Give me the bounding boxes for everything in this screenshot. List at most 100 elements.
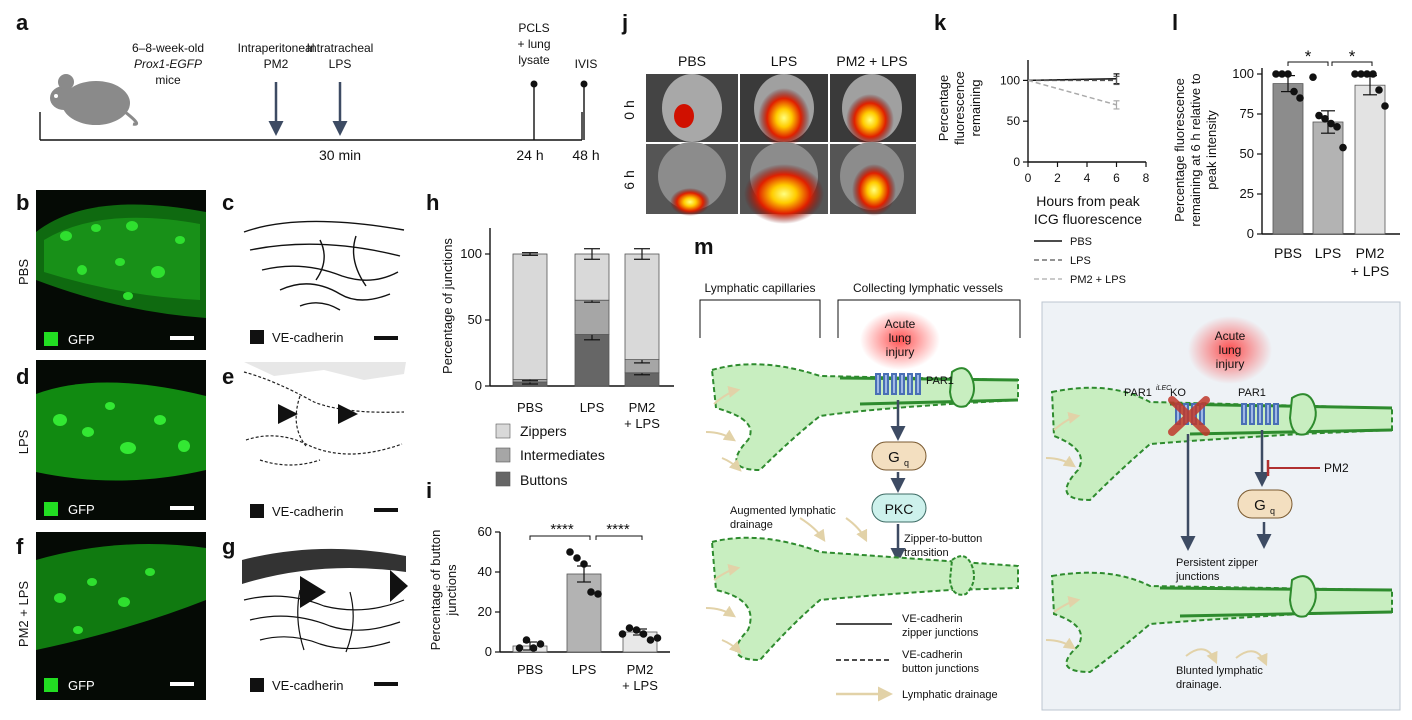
h-xlabel-lps: LPS [580, 400, 605, 415]
panel-j: j PBS LPS PM2 + LPS 0 h 6 h [621, 10, 916, 224]
l-ylabel-3: peak intensity [1204, 110, 1219, 190]
i-sig2: **** [606, 521, 630, 538]
pkc-node [871, 493, 927, 523]
par1-right-receptor [1241, 403, 1279, 425]
h-bar-intermediates [574, 299, 610, 335]
m-gq: G [888, 449, 900, 466]
m-persistent-2: junctions [1175, 571, 1220, 583]
l-data-point [1278, 70, 1286, 78]
panel-letter-c: c [222, 190, 234, 215]
l-data-point [1375, 86, 1383, 94]
panel-letter-d: d [16, 364, 29, 389]
h-bar-zippers [574, 253, 610, 301]
l-data-point [1339, 143, 1347, 152]
panel-letter-b: b [16, 190, 29, 215]
m-acute-right-2: lung [1219, 343, 1242, 357]
ko-cross-icon [1168, 396, 1210, 436]
i-data-point [587, 588, 595, 596]
l-data-point [1363, 70, 1371, 78]
mouse-icon [50, 74, 139, 126]
h-legend-intermediates: Intermediates [520, 447, 605, 463]
i-bar [566, 573, 602, 653]
l-data-point [1321, 115, 1329, 123]
l-sig1: * [1305, 47, 1312, 66]
gfp-micrographs: b d f PBS LPS PM2 + LPS GFP GFP [16, 190, 206, 700]
l-data-point [1296, 94, 1304, 102]
pcls-label-3: lysate [518, 53, 550, 67]
m-leg-zipper-1: VE-cadherin [902, 613, 963, 625]
arrowhead-e2 [338, 404, 358, 424]
row-label-lps: LPS [16, 429, 31, 454]
h-bar-zippers [512, 253, 548, 380]
mice-label-2: Prox1-EGFP [134, 57, 202, 71]
ivis-label: IVIS [575, 57, 598, 71]
panel-letter-g: g [222, 534, 235, 559]
xtick-label: 8 [1143, 171, 1150, 185]
h-legend-buttons: Buttons [520, 472, 567, 488]
i-data-point [632, 626, 641, 634]
h-bar-zippers [624, 253, 660, 360]
i-ylabel-2: junctions [444, 564, 459, 617]
m-par1ko-suffix: KO [1170, 387, 1186, 399]
ytick-label: 60 [478, 524, 492, 539]
xtick-label: 4 [1084, 171, 1091, 185]
i-data-point [573, 554, 581, 562]
m-leg-zipper-2: zipper junctions [902, 627, 979, 639]
i-ylabel-1: Percentage of button [428, 530, 443, 651]
k-legend-lps: LPS [1070, 255, 1091, 267]
l-data-point [1381, 102, 1389, 110]
l-ylabel-2: remaining at 6 h relative to [1188, 73, 1203, 226]
i-sig1: **** [550, 521, 574, 538]
h-xlabel-pbs: PBS [517, 400, 543, 415]
k-ylabel-1: Percentage [936, 75, 951, 142]
i-data-point [625, 624, 634, 632]
pcls-label-2: + lung [517, 37, 550, 51]
h-ylabel: Percentage of junctions [440, 238, 455, 374]
ytick-label: 25 [1240, 186, 1254, 201]
m-acute-1: Acute [885, 317, 916, 331]
gfp-label-pm2lps: GFP [68, 678, 95, 693]
t48-label: 48 h [572, 147, 599, 163]
arrowhead-g1 [300, 576, 326, 608]
m-blunted-1: Blunted lymphatic [1176, 665, 1263, 677]
row-label-pm2lps: PM2 + LPS [16, 581, 31, 647]
panel-letter-h: h [426, 190, 439, 215]
m-collecting: Collecting lymphatic vessels [853, 281, 1003, 295]
panel-m: m Lymphatic capillaries Collecting lymph… [694, 234, 1401, 711]
i-bars [512, 548, 662, 653]
k-legend-pbs: PBS [1070, 236, 1092, 248]
h-xlabel-pm2: PM2 [629, 400, 656, 415]
ytick-label: 50 [1240, 146, 1254, 161]
m-leg-button-1: VE-cadherin [902, 649, 963, 661]
ytick-label: 0 [1013, 155, 1020, 169]
k-legend: PBS LPS PM2 + LPS [1034, 236, 1126, 286]
m-acute-2: lung [889, 331, 912, 345]
m-vessel-top [710, 363, 1019, 472]
vecad-micrographs: c e g VE-cadherin VE-cadherin VE-cadheri… [222, 190, 408, 700]
k-series-line [1027, 79, 1117, 106]
m-blunted-2: drainage. [1176, 679, 1222, 691]
m-par1ko-sup: iLEC [1156, 385, 1172, 392]
j-row-0h: 0 h [621, 100, 637, 119]
panel-letter-m: m [694, 234, 714, 259]
gfp-label-lps: GFP [68, 502, 95, 517]
l-data-point [1333, 123, 1341, 131]
i-xlabel-lps: LPS [572, 662, 597, 677]
m-lymph-caps: Lymphatic capillaries [705, 281, 816, 295]
gq-node-left [871, 441, 927, 471]
ytick-label: 20 [478, 604, 492, 619]
i-data-point [646, 636, 655, 644]
h-bar-buttons [574, 334, 610, 387]
i-data-point [522, 636, 531, 644]
i-data-point [639, 630, 648, 638]
l-xlabel-lps: LPS [1315, 245, 1341, 261]
panel-letter-a: a [16, 10, 29, 35]
ytick-label: 100 [1232, 66, 1254, 81]
l-data-point [1327, 119, 1335, 128]
l-data-point [1272, 70, 1280, 78]
m-par1ko: PAR1 [1124, 387, 1152, 399]
panel-letter-j: j [621, 10, 628, 35]
